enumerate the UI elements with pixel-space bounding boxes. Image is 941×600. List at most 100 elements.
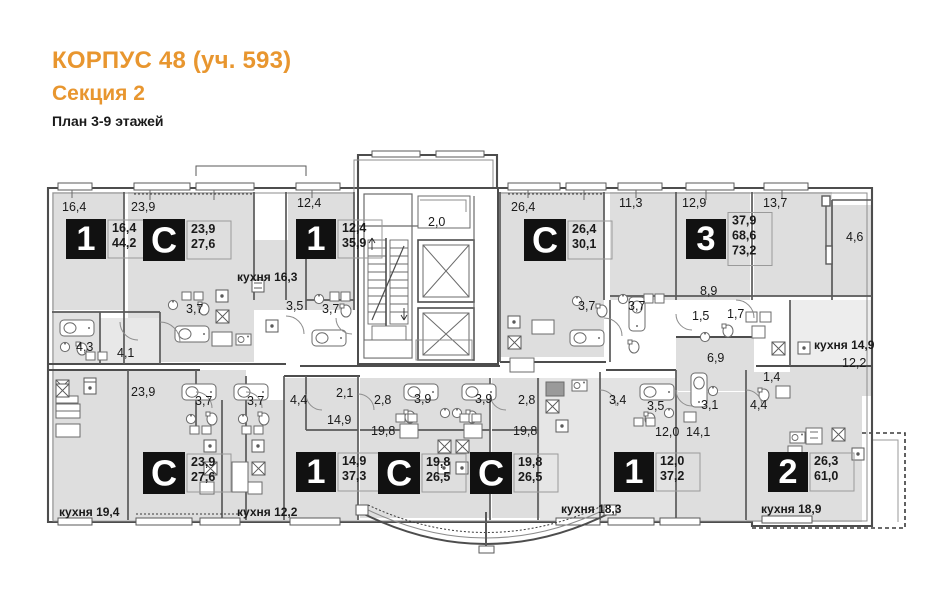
windows-top: [57, 150, 809, 191]
room-area-label: 12,2: [842, 356, 866, 370]
room-area-label: 16,4: [62, 200, 86, 214]
room-area-label: 4,6: [846, 230, 863, 244]
room-area-label: 3,7: [322, 302, 339, 316]
room-labels-bottom: 23,9 3,7 3,7 4,4 2,1 14,9 2,8 3,9 3,9 2,8 19,8 19,8…: [59, 385, 822, 519]
fixtures-right-core: [699, 311, 811, 402]
badge-area-value: 23,9: [191, 455, 215, 469]
site-boundary-dashed: [752, 432, 906, 529]
elevator-shaft-2: [417, 307, 475, 361]
badge-area-value: 16,4: [112, 221, 136, 235]
badge-room-count: 1: [624, 453, 643, 491]
room-area-label: 3,9: [475, 392, 492, 406]
apartment-badge[interactable]: C 19,826,5: [378, 452, 467, 494]
room-area-label: 3,7: [628, 299, 645, 313]
badge-area-value: 68,6: [732, 229, 756, 243]
room-area-label: 3,9: [414, 392, 431, 406]
badge-area-value: 12,4: [342, 221, 366, 235]
badge-area-box: [186, 453, 232, 493]
room-area-label: 2,0: [428, 215, 445, 229]
badge-area-value: 37,9: [732, 214, 756, 228]
door-swings: [119, 299, 763, 411]
kitchen-label: кухня 14,9: [814, 338, 875, 352]
site-boundary-inner: [873, 439, 899, 522]
structural-walls: [48, 336, 872, 377]
badge-background: [378, 452, 420, 494]
room-area-label: 3,7: [195, 394, 212, 408]
fixtures-bath-center-right: [569, 293, 665, 354]
badge-room-count: C: [386, 453, 412, 494]
badge-area-box: [513, 453, 559, 493]
page-title-floors: План 3-9 этажей: [52, 113, 164, 129]
windows-bottom: [57, 515, 813, 526]
room-area-label: 23,9: [131, 385, 155, 399]
room-area-label: 3,7: [578, 299, 595, 313]
badge-room-count: 1: [306, 453, 325, 491]
badge-area-box: [337, 219, 383, 259]
apartment-badge[interactable]: 1 16,444,2: [66, 219, 153, 259]
room-area-label: 1,7: [727, 307, 744, 321]
badge-room-count: 2: [778, 453, 797, 491]
fixtures-bottom-studios: [395, 383, 497, 475]
room-area-label: 14,1: [686, 425, 710, 439]
badge-area-value: 12,0: [660, 454, 684, 468]
badge-background: [686, 219, 726, 259]
staircase: [367, 237, 409, 349]
badge-background: [614, 452, 654, 492]
room-area-label: 19,8: [513, 424, 537, 438]
room-area-label: 4,4: [750, 398, 767, 412]
badge-area-value: 26,5: [518, 470, 542, 484]
kitchen-label: кухня 19,4: [59, 505, 120, 519]
room-area-label: 14,9: [327, 413, 351, 427]
badge-area-box: [727, 212, 773, 266]
fixtures-bath-124: [265, 291, 352, 347]
badge-area-value: 44,2: [112, 236, 136, 250]
fixtures-bath-167: [167, 279, 265, 347]
badge-area-value: 35,9: [342, 236, 366, 250]
room-area-label: 3,4: [609, 393, 626, 407]
fixtures-bottom-right: [545, 372, 719, 433]
room-area-label: 4,1: [117, 346, 134, 360]
badge-area-value: 26,5: [426, 470, 450, 484]
core-stair-elevator: [357, 187, 499, 365]
room-area-label: 2,8: [518, 393, 535, 407]
room-area-label: 11,3: [619, 196, 642, 210]
badge-background: [296, 452, 336, 492]
badge-area-value: 27,6: [191, 237, 215, 251]
balcony-right-top: [821, 195, 872, 265]
room-area-label: 12,9: [682, 196, 706, 210]
kitchen-label: кухня 12,2: [237, 505, 298, 519]
partitions-top: [52, 192, 872, 366]
badge-area-value: 19,8: [518, 455, 542, 469]
badge-area-value: 26,4: [572, 222, 596, 236]
badge-room-count: 1: [76, 220, 95, 258]
elevator-shaft-1: [417, 239, 475, 303]
badge-area-box: [809, 452, 855, 492]
room-area-label: 3,7: [247, 394, 264, 408]
badge-background: [768, 452, 808, 492]
badge-area-value: 37,3: [342, 469, 366, 483]
room-area-label: 2,1: [336, 386, 353, 400]
fixtures-bottom-left-baths: [181, 383, 270, 495]
curved-balcony: [355, 504, 617, 554]
room-area-label: 1,4: [763, 370, 780, 384]
page-title-building: КОРПУС 48 (уч. 593): [52, 47, 292, 74]
room-area-label: 26,4: [511, 200, 535, 214]
kitchen-label: кухня 18,3: [561, 502, 622, 516]
page-title-section: Секция 2: [52, 82, 145, 105]
room-area-label: 19,8: [371, 424, 395, 438]
room-area-label: 8,9: [700, 284, 717, 298]
badge-area-box: [186, 220, 232, 260]
room-area-label: 2,8: [374, 393, 391, 407]
badge-area-value: 19,8: [426, 455, 450, 469]
room-area-label: 12,4: [297, 196, 321, 210]
